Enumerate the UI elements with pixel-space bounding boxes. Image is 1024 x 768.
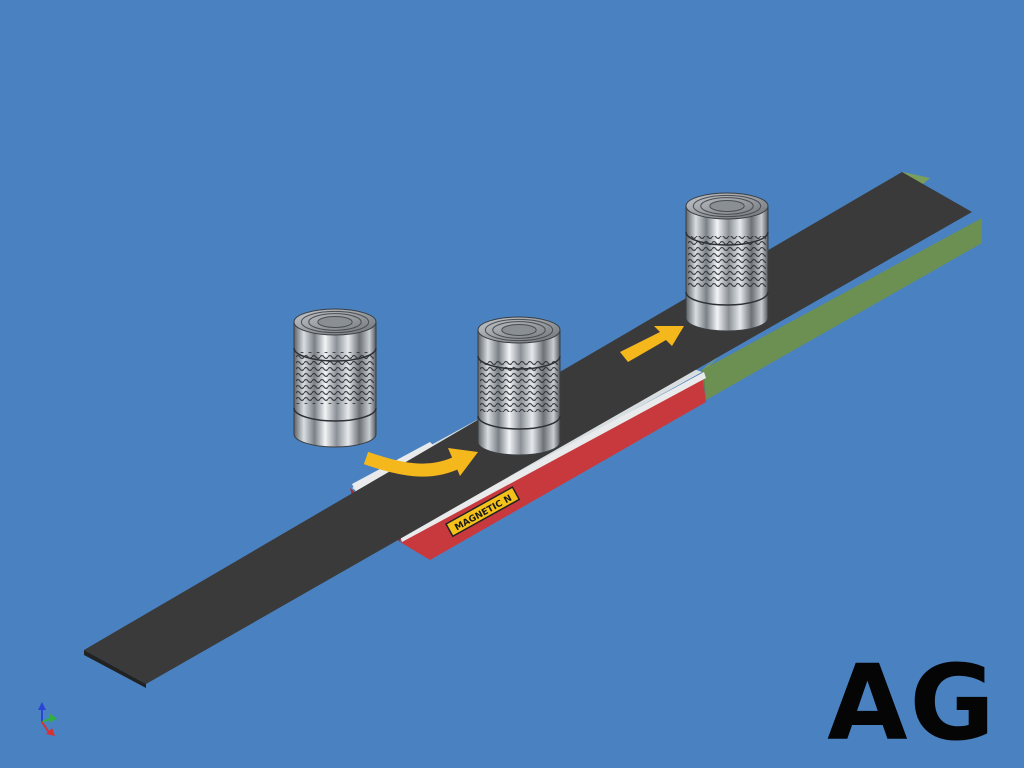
can xyxy=(685,192,769,332)
curved-flow-arrow xyxy=(363,448,478,477)
straight-flow-arrow xyxy=(620,326,684,362)
brand-logo: AG xyxy=(827,642,997,764)
can xyxy=(293,308,377,448)
axis-triad-icon xyxy=(38,702,57,736)
can xyxy=(477,316,561,456)
